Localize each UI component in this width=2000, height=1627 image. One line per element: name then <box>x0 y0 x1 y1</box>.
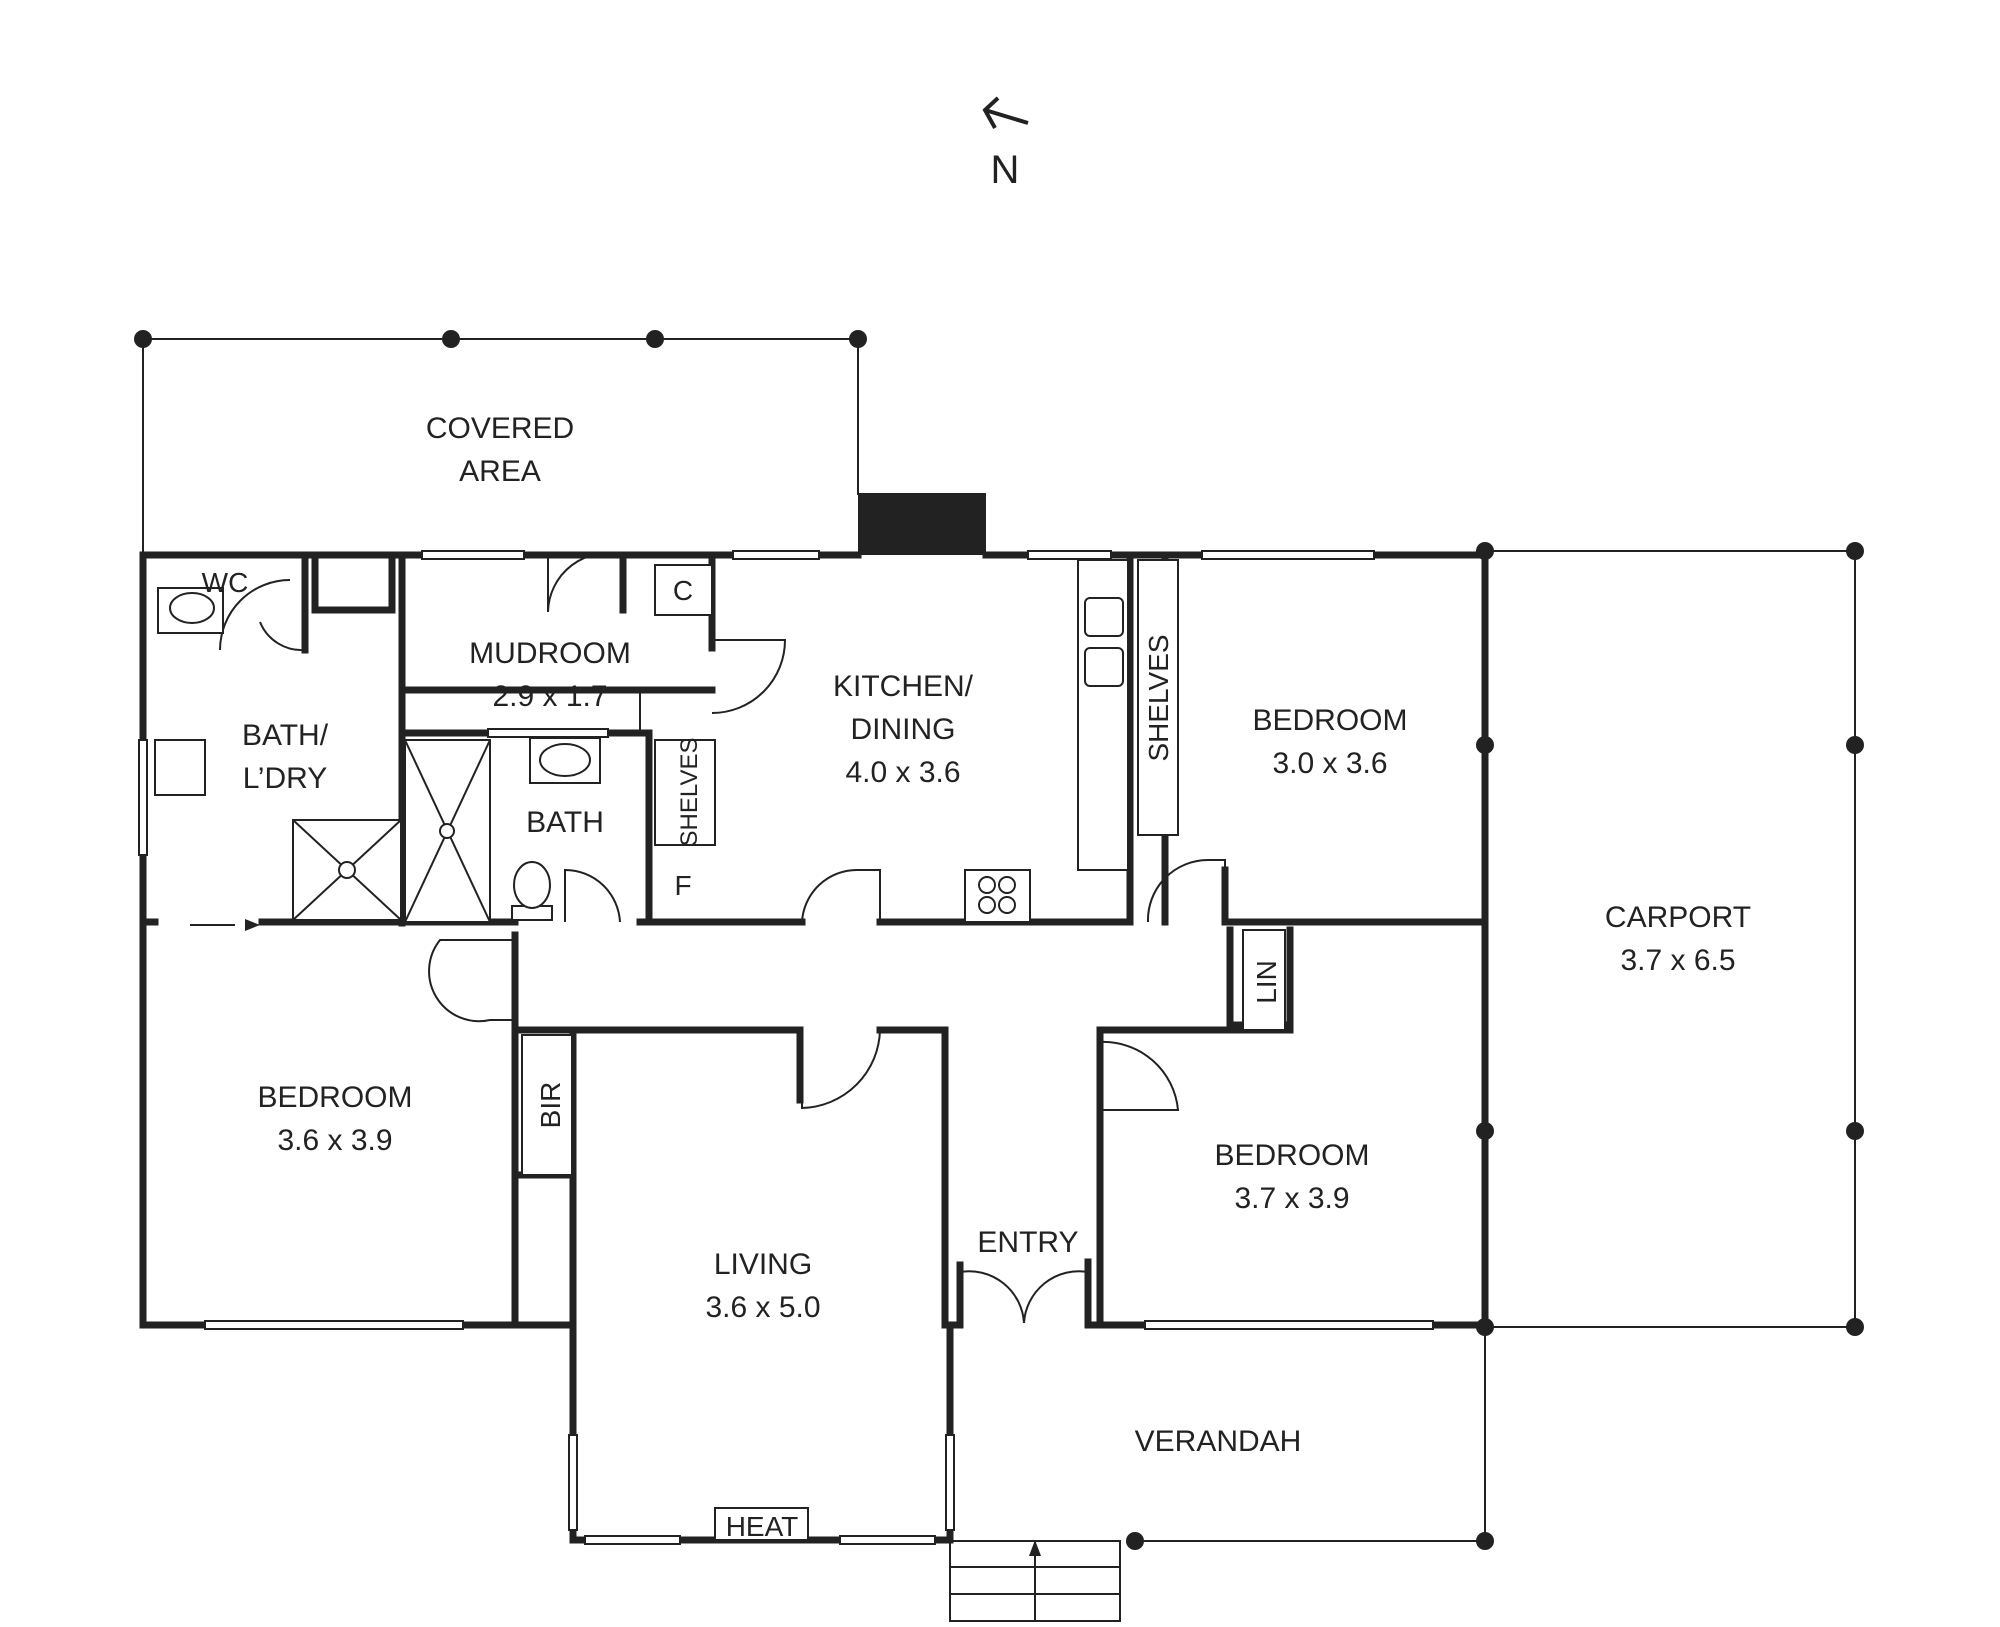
bedroom-e-size: 3.7 x 3.9 <box>1234 1182 1349 1215</box>
fridge-label: F <box>674 870 691 901</box>
covered-area-label-1: COVERED <box>426 412 574 445</box>
kitchen-label-2: DINING <box>851 713 956 746</box>
bath-label: BATH <box>526 806 604 839</box>
bedroom-w-label: BEDROOM <box>257 1081 412 1114</box>
covered-area-label-2: AREA <box>459 455 541 488</box>
carport-size: 3.7 x 6.5 <box>1620 944 1735 977</box>
fixtures <box>154 559 1286 1541</box>
verandah-label: VERANDAH <box>1135 1425 1302 1458</box>
verandah-outline <box>1126 1327 1494 1550</box>
bath-laundry-label-2: L’DRY <box>243 762 328 795</box>
living-size: 3.6 x 5.0 <box>705 1291 820 1324</box>
shelves-left-label: SHELVES <box>676 738 703 847</box>
bedroom-e-label: BEDROOM <box>1214 1139 1369 1172</box>
linen-label: LIN <box>1251 960 1282 1004</box>
mudroom-size: 2.9 x 1.7 <box>492 680 607 713</box>
kitchen-size: 4.0 x 3.6 <box>845 756 960 789</box>
bedroom-ne-size: 3.0 x 3.6 <box>1272 747 1387 780</box>
bedroom-w-size: 3.6 x 3.9 <box>277 1124 392 1157</box>
entry-label: ENTRY <box>977 1226 1078 1259</box>
bir-label: BIR <box>535 1082 566 1129</box>
windows <box>138 550 1434 1545</box>
heater-label: HEAT <box>726 1511 799 1542</box>
wc-label: WC <box>202 567 249 598</box>
carport-outline <box>1476 542 1864 1336</box>
exterior-walls <box>139 547 1489 1544</box>
bath-laundry-label-1: BATH/ <box>242 719 329 752</box>
doors <box>219 552 1226 1324</box>
carport-label: CARPORT <box>1605 901 1751 934</box>
kitchen-label-1: KITCHEN/ <box>833 670 974 703</box>
mudroom-label: MUDROOM <box>469 637 631 670</box>
chimney <box>858 493 986 555</box>
covered-area-outline <box>134 330 867 555</box>
entry-steps <box>949 1540 1121 1622</box>
cupboard-label: C <box>673 575 693 606</box>
shelves-right-label: SHELVES <box>1143 634 1174 761</box>
compass-label: N <box>991 148 1020 192</box>
north-arrow-icon <box>982 96 1029 129</box>
bedroom-ne-label: BEDROOM <box>1252 704 1407 737</box>
living-label: LIVING <box>714 1248 812 1281</box>
